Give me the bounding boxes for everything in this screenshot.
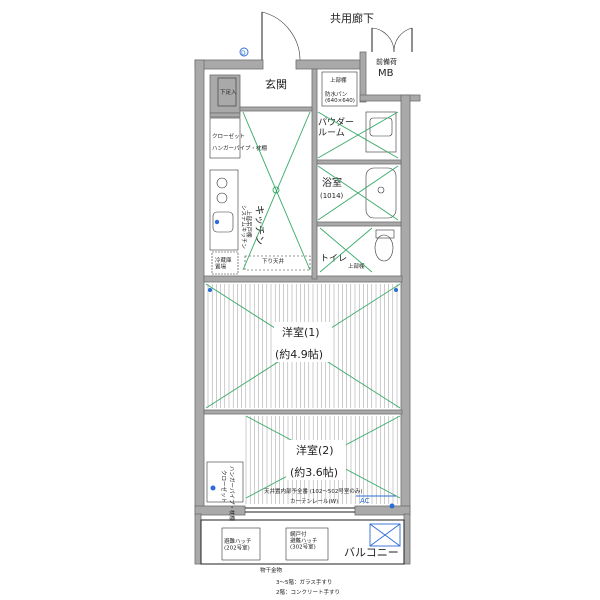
shoe-cabinet: [217, 77, 237, 107]
mb-doors: [371, 27, 413, 53]
ceiling-drop-area: [244, 255, 311, 271]
stove-icon: [216, 177, 228, 189]
western1-label-bg: [274, 322, 332, 362]
hatch-1: [221, 527, 261, 561]
toilet-label: トイレ: [320, 254, 347, 264]
western2-size: (約3.6帖): [290, 465, 338, 479]
powder-shelf: 上部棚: [330, 76, 347, 84]
western1-size: (約4.9帖): [275, 347, 323, 361]
stove-icon: [216, 192, 228, 204]
toilet-tank: [375, 229, 395, 239]
fridge-space: [211, 251, 239, 275]
toilet-bowl: [374, 234, 394, 262]
d-mark-label: D: [241, 50, 246, 57]
bathtub: [365, 167, 397, 219]
kitchen-counter: [209, 169, 239, 251]
wash-basin-bowl: [369, 117, 393, 137]
washing-machine-pan: [321, 71, 358, 107]
closet-top-label: クローゼット: [212, 132, 245, 140]
sink-icon: [212, 211, 234, 233]
bath-size: (1014): [320, 192, 344, 200]
toilet-shelf: 上部棚: [348, 262, 365, 270]
bath-light-cross: [317, 165, 399, 221]
western2-label-bg: [286, 440, 346, 480]
curtain-rail: カーテンレール(W): [290, 498, 338, 505]
rail-note: 天井置内部予全番 (102〜502号室のみ): [264, 487, 363, 495]
balcony-label: バルコニー: [344, 546, 399, 559]
shoe-label: 下足入: [220, 89, 237, 96]
entrance-label: 玄関: [265, 77, 287, 91]
hatch-1-label: 避難ハッチ(202号室): [224, 537, 252, 551]
kitchen-light-cross: [242, 111, 311, 271]
ac-label: AC: [360, 497, 370, 505]
closet-bottom: [206, 461, 244, 503]
balcony-window: [245, 507, 355, 513]
closet-bottom-label: クローゼット: [220, 470, 228, 503]
hatch-2-label: 網戸付避難ハッチ(302号室): [290, 530, 318, 551]
kitchen-sub: システムキッチン: [240, 205, 247, 249]
electrical-marks: D: [208, 47, 398, 509]
toilet-light-cross: [319, 227, 373, 273]
faucet-icon: [214, 219, 220, 225]
powder-label: パウダールーム: [318, 116, 354, 138]
western1-label: 洋室(1): [282, 325, 320, 339]
closet-top: [209, 117, 241, 159]
bath-label: 浴室: [322, 176, 342, 189]
outdoor-unit-cross: [369, 523, 401, 547]
bath-drain-icon: [377, 186, 385, 194]
entrance-door: [261, 11, 301, 63]
closet-top-sub: ハンガーパイプ・枕棚: [212, 144, 267, 152]
washpan-label: 防水パン(640×640): [325, 90, 355, 104]
mb-label: MB: [378, 68, 394, 79]
note-2: 2階：コンクリート手すり: [276, 588, 340, 596]
laundry-label: 物干金物: [260, 566, 283, 574]
closet-bottom-sub: ハンガーパイプ・枕棚: [228, 466, 236, 521]
powder-light-cross: [317, 111, 399, 159]
ceiling-drop: 下り天井: [262, 257, 285, 265]
hatch-2: [285, 527, 329, 561]
western2-label: 洋室(2): [296, 443, 334, 457]
kitchen-upper: 上部吊戸棚: [245, 210, 253, 238]
kitchen-label: キッチン: [253, 205, 265, 245]
note-1: 3～5階：ガラス手すり: [276, 578, 332, 586]
corridor-label: 共用廊下: [330, 11, 374, 25]
outdoor-unit: [369, 523, 401, 547]
fridge-label: 冷蔵庫置場: [215, 256, 232, 270]
balcony-area: [200, 519, 405, 565]
walls: [194, 51, 421, 565]
wash-basin: [365, 111, 397, 153]
mb-sub: 前備荷: [376, 57, 397, 66]
